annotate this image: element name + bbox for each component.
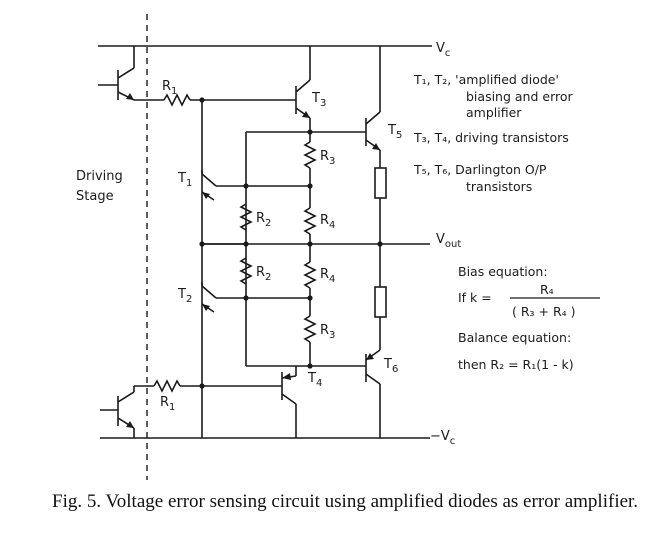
transistor-t2 — [201, 282, 246, 313]
figure-caption: Fig. 5. Voltage error sensing circuit us… — [52, 491, 639, 512]
label-t3: T3 — [311, 91, 326, 109]
balance-equation: then R₂ = R₁(1 - k) — [458, 357, 574, 372]
label-vc-top: Vc — [436, 41, 450, 59]
label-vout: Vout — [436, 232, 461, 250]
resistor-r2-lower — [239, 257, 253, 285]
label-driving: Driving — [76, 169, 123, 184]
label-r2-upper: R2 — [256, 211, 271, 229]
balance-equation-title: Balance equation: — [458, 330, 571, 345]
transistor-t1 — [201, 100, 246, 201]
transistor-t6 — [365, 349, 381, 438]
bias-equation-title: Bias equation: — [458, 264, 548, 279]
label-t6: T6 — [383, 357, 398, 375]
label-r3-lower: R3 — [320, 323, 335, 341]
label-r1-bottom: R1 — [160, 395, 175, 413]
resistor-r4-lower — [303, 261, 317, 289]
bias-equation-if: If k = — [458, 290, 492, 305]
circuit-schematic: Vc −Vc Vout Driving Stage R1 R1 T1 T2 T3… — [76, 14, 600, 480]
legend-line-2: biasing and error — [466, 89, 573, 104]
label-t4: T4 — [307, 371, 322, 389]
resistor-r2-upper — [239, 203, 253, 231]
resistor-t6-emitter — [374, 286, 387, 318]
legend-line-5: T₅, T₆, Darlington O/P — [413, 162, 547, 177]
label-r1-top: R1 — [162, 79, 177, 97]
legend-line-1: T₁, T₂, 'amplified diode' — [413, 72, 559, 87]
legend-line-3: amplifier — [466, 105, 522, 120]
transistor-t4 — [281, 372, 297, 438]
legend-line-4: T₃, T₄, driving transistors — [413, 130, 569, 145]
label-neg-vc: −Vc — [430, 429, 455, 447]
label-r4-upper: R4 — [320, 213, 335, 231]
label-t2: T2 — [177, 287, 192, 305]
bias-equation-denominator: ( R₃ + R₄ ) — [512, 304, 576, 319]
driving-transistor-bottom — [100, 391, 135, 438]
label-r2-lower: R2 — [256, 265, 271, 283]
label-r3-upper: R3 — [320, 149, 335, 167]
resistor-r3-upper — [303, 141, 317, 169]
label-t5: T5 — [387, 123, 402, 141]
resistor-r1-bottom — [153, 379, 181, 393]
resistor-r4-upper — [303, 207, 317, 235]
resistor-r1-top — [163, 93, 191, 107]
label-r4-lower: R4 — [320, 267, 335, 285]
driving-transistor-top — [98, 46, 135, 101]
legend-line-6: transistors — [466, 179, 532, 194]
transistor-t3 — [295, 46, 311, 132]
resistor-t5-emitter — [374, 167, 387, 199]
label-stage: Stage — [76, 189, 114, 204]
resistor-r3-lower — [303, 315, 317, 343]
transistor-t5 — [365, 46, 381, 151]
label-t1: T1 — [177, 171, 192, 189]
bias-equation-numerator: R₄ — [540, 282, 554, 297]
